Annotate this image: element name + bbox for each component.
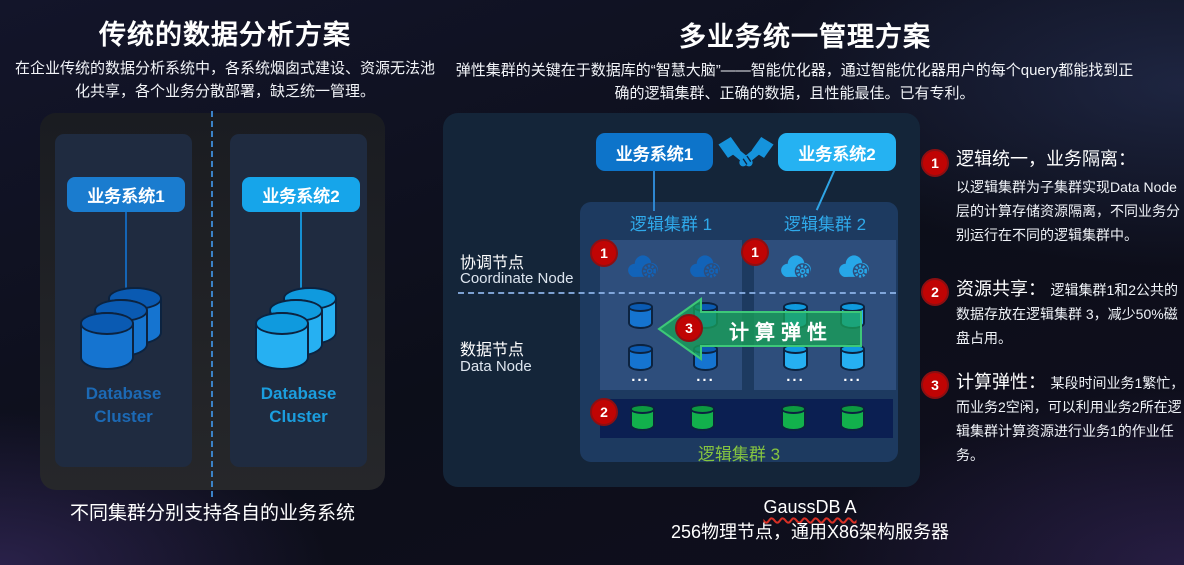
annotation-3-body: 某段时间业务1繁忙，而业务2空闲，可以利用业务2所在逻辑集群计算资源进行业务1的… [956,375,1184,463]
annotation-1-body: 以逻辑集群为子集群实现Data Node层的计算存储资源隔离，不同业务分别运行在… [956,179,1180,243]
left-system1-button: 业务系统1 [67,177,185,212]
coordinate-data-separator-dashed-line [458,292,896,294]
database-cluster-icon [255,287,337,373]
right-system2-button: 业务系统2 [778,133,896,171]
badge-2: 2 [590,398,618,426]
logical-cluster2-label: 逻辑集群 2 [783,215,867,234]
right-description: 弹性集群的关键在于数据库的“智慧大脑”——智能优化器，通过智能优化器用户的每个q… [455,62,1134,102]
logical-cluster3-label: 逻辑集群 3 [697,445,781,464]
badge-1: 1 [741,238,769,266]
coordinate-node-label-en: Coordinate Node [460,270,574,287]
connector-line [300,210,302,294]
annotation-1-badge: 1 [921,149,949,177]
compute-elasticity-arrow-icon [657,297,862,361]
database-cylinder-icon [840,404,865,431]
footer-spec: 256物理节点，通用X86架构服务器 [670,522,950,542]
ellipsis: ... [786,368,805,385]
database-cluster-icon [80,287,162,373]
ellipsis: ... [696,368,715,385]
logical-cluster1-label: 逻辑集群 1 [629,215,713,234]
ellipsis: ... [631,368,650,385]
data-node-label-en: Data Node [460,358,532,375]
connector-line [125,210,127,294]
coordinate-node-label-zh: 协调节点 [460,255,525,272]
badge-3: 3 [675,314,703,342]
database-cluster-label: Database Cluster [260,384,337,426]
database-cylinder-icon [628,344,653,371]
cloud-gear-icon [781,255,811,279]
annotation-2-body: 逻辑集群1和2公共的数据存放在逻辑集群 3，减少50%磁盘占用。 [956,282,1179,346]
annotation-2: 资源共享： 逻辑集群1和2公共的数据存放在逻辑集群 3，减少50%磁盘占用。 [956,276,1184,351]
left-caption: 不同集群分别支持各自的业务系统 [69,503,355,524]
right-footer: GaussDB A 256物理节点，通用X86架构服务器 [560,497,1060,544]
database-cylinder-icon [630,404,655,431]
right-title: 多业务统一管理方案 [679,22,931,52]
database-cluster-label: Database Cluster [85,384,162,426]
annotation-3-badge: 3 [921,371,949,399]
cloud-gear-icon [690,255,720,279]
handshake-icon [718,136,774,167]
annotation-3: 计算弹性： 某段时间业务1繁忙，而业务2空闲，可以利用业务2所在逻辑集群计算资源… [956,369,1184,468]
data-node-label-zh: 数据节点 [460,342,525,359]
cloud-gear-icon [628,255,658,279]
badge-1: 1 [590,239,618,267]
arrow-label: 计算弹性 [729,322,833,344]
left-title: 传统的数据分析方案 [99,20,351,50]
left-divider-dashed-line [211,111,213,497]
ellipsis: ... [843,368,862,385]
connector-line [653,171,655,211]
footer-product-name: GaussDB A [763,497,857,517]
right-system1-button: 业务系统1 [596,133,713,171]
annotation-2-heading: 资源共享： [956,279,1046,299]
annotation-1-heading: 逻辑统一，业务隔离： [956,149,1136,169]
left-system2-button: 业务系统2 [242,177,360,212]
database-cylinder-icon [781,404,806,431]
annotation-2-badge: 2 [921,278,949,306]
annotation-1: 逻辑统一，业务隔离： 以逻辑集群为子集群实现Data Node层的计算存储资源隔离… [956,146,1184,248]
left-description: 在企业传统的数据分析系统中，各系统烟囱式建设、资源无法池化共享，各个业务分散部署… [15,60,436,100]
annotation-3-heading: 计算弹性： [956,372,1046,392]
cloud-gear-icon [839,255,869,279]
database-cylinder-icon [628,302,653,329]
database-cylinder-icon [690,404,715,431]
